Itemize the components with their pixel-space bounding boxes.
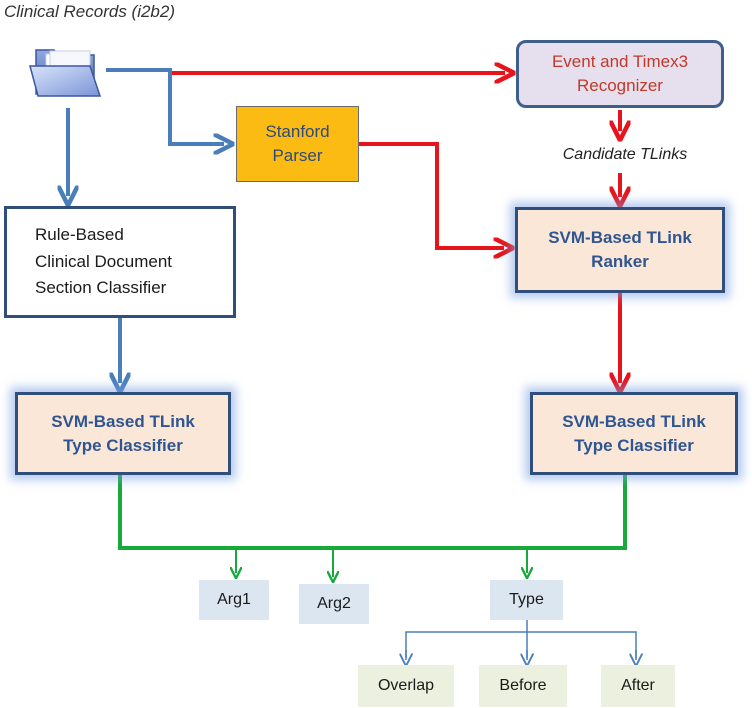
tlink-ranker-line-2: Ranker (591, 252, 649, 271)
type-classifier-left-line-2: Type Classifier (63, 435, 183, 455)
folder-icon (28, 40, 104, 102)
section-classifier-line-2: Clinical Document (35, 251, 172, 271)
diagram-title: Clinical Records (i2b2) (4, 2, 176, 21)
event-recognizer-line-2: Recognizer (576, 76, 663, 95)
type-classifier-right-line-2: Type Classifier (574, 435, 694, 455)
type-classifier-left-node: SVM-Based TLink Type Classifier (15, 392, 231, 475)
section-classifier-node: Rule-Based Clinical Document Section Cla… (4, 206, 236, 318)
edge-stanford-parser-to-ranker (359, 142, 504, 248)
tlink-ranker-node: SVM-Based TLink Ranker (515, 207, 725, 293)
type-classifier-right-node: SVM-Based TLink Type Classifier (530, 392, 738, 475)
stanford-parser-line-1: Stanford (265, 122, 330, 142)
type-value-after: After (601, 665, 675, 707)
stanford-parser-node: Stanford Parser (236, 106, 359, 182)
candidate-tlinks-label: Candidate TLinks (562, 146, 688, 163)
tlink-ranker-line-1: SVM-Based TLink (548, 228, 692, 248)
output-arg1: Arg1 (199, 580, 269, 620)
output-type: Type (490, 580, 563, 620)
edge-records-to-stanford-parser (106, 68, 224, 144)
type-classifier-right-line-1: SVM-Based TLink (562, 411, 706, 431)
type-value-overlap: Overlap (358, 665, 454, 707)
type-value-before: Before (479, 665, 567, 707)
stanford-parser-line-2: Parser (272, 146, 323, 165)
type-classifier-left-line-1: SVM-Based TLink (51, 411, 195, 431)
edge-type-split (405, 620, 637, 658)
section-classifier-line-1: Rule-Based (35, 225, 124, 245)
event-recognizer-line-1: Event and Timex3 (551, 52, 689, 72)
event-timex3-recognizer-node: Event and Timex3 Recognizer (516, 40, 724, 108)
edge-type-classifiers-merge (118, 475, 627, 550)
output-arg2: Arg2 (299, 584, 369, 624)
section-classifier-line-3: Section Classifier (35, 278, 167, 298)
